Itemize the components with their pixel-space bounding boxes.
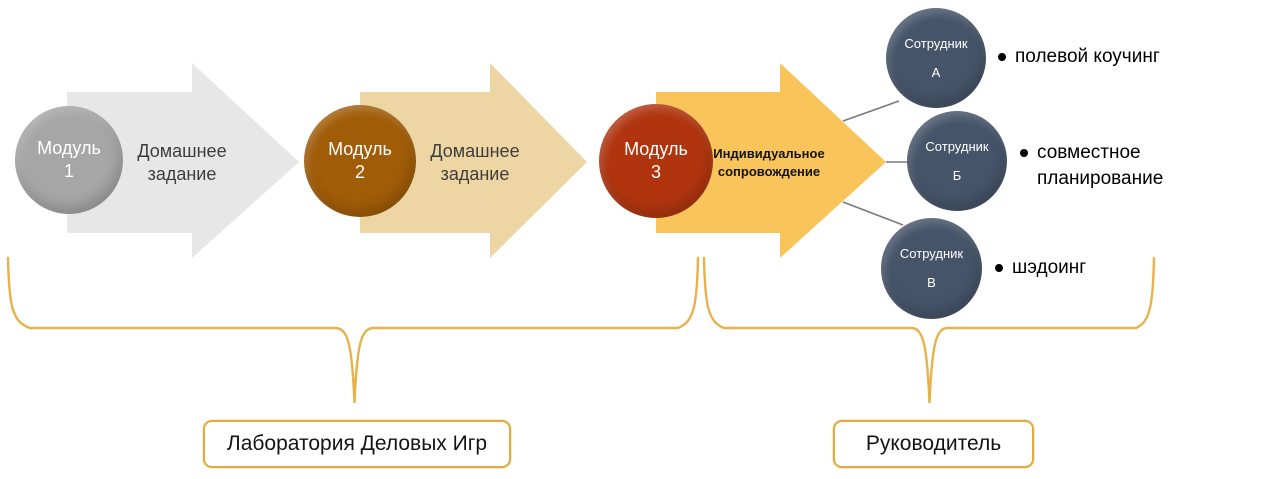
employee-a-circle: Сотрудник А [886,8,986,108]
activity-item-c: шэдоинг [995,255,1145,281]
module-1-number: 1 [63,161,74,181]
employee-a-letter: А [931,64,941,80]
connector-line-employee-c [842,201,904,226]
connector-line-employee-a [842,100,900,122]
activity-item-a: полевой коучинг [998,44,1168,70]
activity-item-b: совместное планирование [1020,140,1170,192]
arrow-2-label: Домашнее задание [430,141,520,184]
module-3-circle: Модуль 3 [599,104,713,218]
employee-b-title: Сотрудник [925,138,989,154]
group-label-lab: Лаборатория Деловых Игр [203,420,511,468]
employee-c-title: Сотрудник [899,246,964,262]
module-2-title: Модуль [328,138,392,159]
group-label-manager: Руководитель [833,420,1034,468]
group-label-manager-text: Руководитель [865,432,1002,455]
arrow-module-1 [67,63,299,258]
employee-b-circle: Сотрудник Б [907,111,1007,211]
brace-lab-group [6,256,700,404]
bullet-icon [995,264,1003,272]
arrow-3-label: Индивидуальное сопровождение [713,146,825,179]
employee-c-letter: В [927,275,936,290]
activity-b-text: совместное планирование [1037,142,1164,189]
group-label-lab-text: Лаборатория Деловых Игр [226,432,488,455]
module-2-number: 2 [354,162,365,182]
module-3-number: 3 [650,162,661,182]
module-1-circle: Модуль 1 [15,106,123,214]
arrow-module-2 [360,63,587,258]
activity-c-text: шэдоинг [1012,257,1087,278]
module-1-title: Модуль [37,137,101,158]
employee-a-title: Сотрудник [904,35,968,51]
brace-manager-group [702,256,1156,404]
module-2-circle: Модуль 2 [304,105,416,217]
arrow-1-label: Домашнее задание [137,141,227,184]
employee-c-circle: Сотрудник В [881,218,982,319]
employee-b-letter: Б [952,167,962,183]
activity-a-text: полевой коучинг [1015,46,1160,67]
arrow-module-3 [656,63,886,258]
bullet-icon [998,53,1006,61]
module-3-title: Модуль [624,138,688,159]
bullet-icon [1020,149,1028,157]
